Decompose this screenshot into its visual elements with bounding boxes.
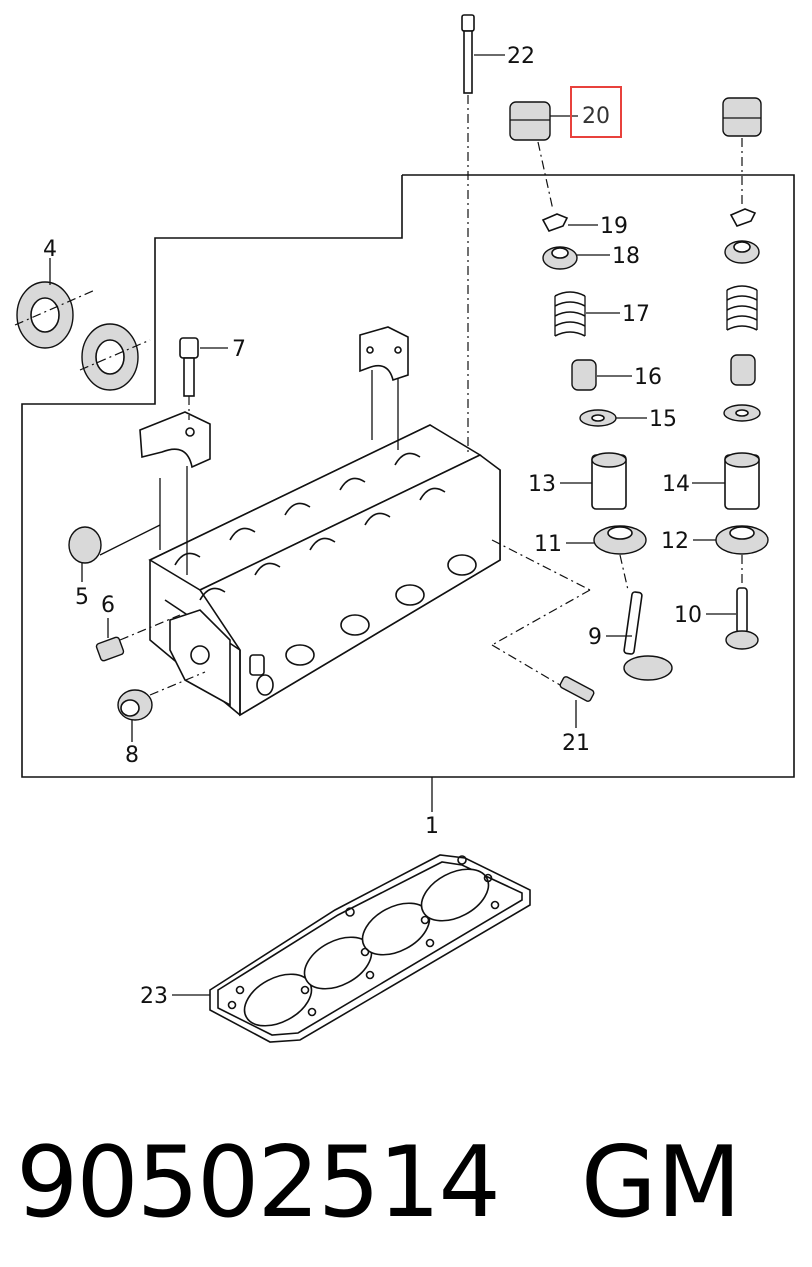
threaded-stud-long <box>491 539 595 702</box>
callout-20-highlight <box>570 86 622 138</box>
expansion-plug <box>68 524 161 564</box>
callout-7: 7 <box>232 337 246 362</box>
callout-12: 12 <box>661 529 689 554</box>
callout-11: 11 <box>534 532 562 557</box>
callout-21: 21 <box>562 731 590 756</box>
callout-14: 14 <box>662 472 690 497</box>
part-number-caption: 90502514 GM <box>16 1108 806 1258</box>
callout-22: 22 <box>507 44 535 69</box>
part-number: 90502514 <box>16 1126 501 1240</box>
callout-23: 23 <box>140 984 168 1009</box>
camshaft-bearing-cap-left <box>139 411 211 575</box>
exploded-parts-diagram: 4 7 5 6 8 22 <box>14 14 795 1043</box>
oil-seal-pair <box>14 281 151 391</box>
callout-10: 10 <box>674 603 702 628</box>
callout-16: 16 <box>634 365 662 390</box>
callout-6: 6 <box>101 593 115 618</box>
callout-8: 8 <box>125 743 139 768</box>
callout-13: 13 <box>528 472 556 497</box>
callout-20: 20 <box>582 104 610 129</box>
camshaft-bearing-cap-right <box>359 326 409 450</box>
valve-train-stack-right <box>715 97 769 650</box>
callout-19: 19 <box>600 214 628 239</box>
callout-4: 4 <box>43 237 57 262</box>
cup-plug <box>117 671 206 721</box>
cylinder-head-gasket <box>209 854 531 1043</box>
cylinder-head-bolt <box>461 14 475 455</box>
callout-15: 15 <box>649 407 677 432</box>
callout-5: 5 <box>75 585 89 610</box>
valve-train-stack-left <box>509 101 673 681</box>
cylinder-head <box>148 424 501 717</box>
bearing-cap-bolt <box>179 337 199 420</box>
callout-1: 1 <box>425 814 439 839</box>
callout-9: 9 <box>588 625 602 650</box>
callout-17: 17 <box>622 302 650 327</box>
callout-18: 18 <box>612 244 640 269</box>
assembly-outline <box>21 174 795 778</box>
threaded-stud-short <box>95 614 181 662</box>
brand-name: GM <box>580 1126 742 1240</box>
